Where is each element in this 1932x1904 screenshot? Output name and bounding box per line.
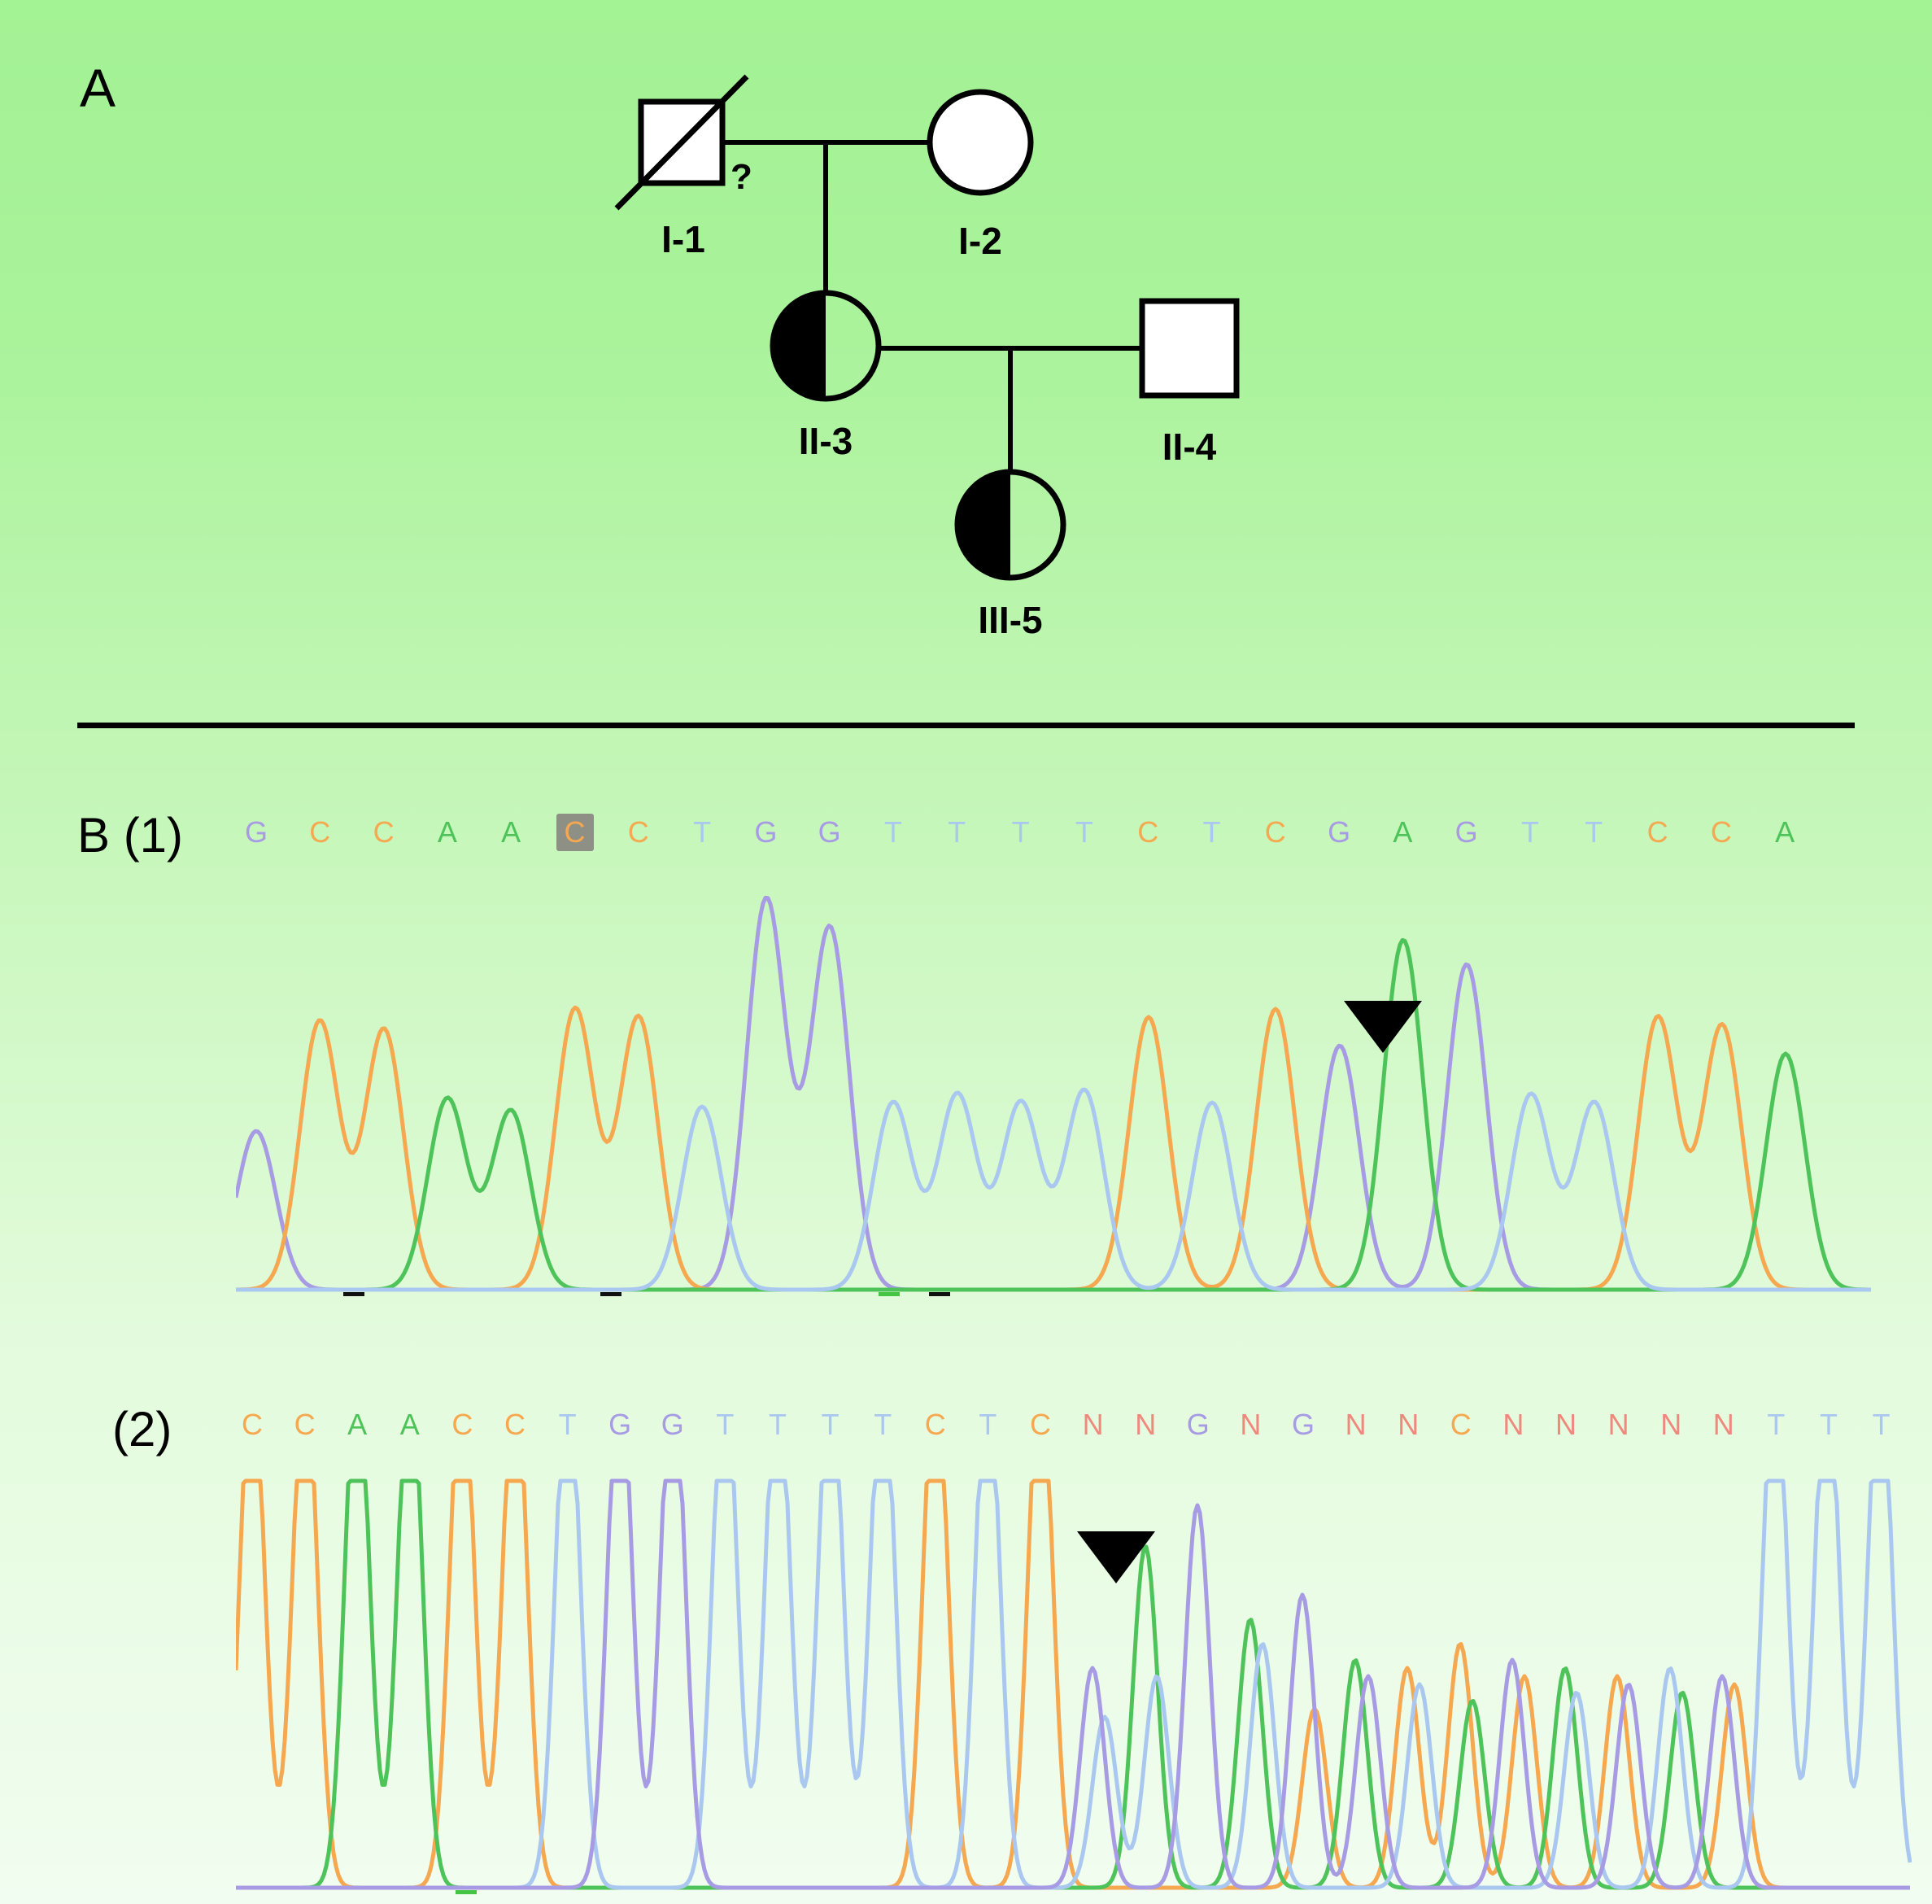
baseline-mark	[879, 1292, 900, 1296]
sequence-base-letter: N	[1502, 1408, 1524, 1441]
sequence-base-letter: A	[1775, 815, 1795, 849]
sequence-base-letter: T	[693, 815, 712, 849]
sequence-base-letter: C	[309, 815, 331, 849]
sequence-base-letter: A	[399, 1408, 420, 1441]
sequence-base-letter: C	[1137, 815, 1159, 849]
sequence-base-letter: T	[558, 1408, 577, 1441]
sequence-base-letter: T	[769, 1408, 787, 1441]
sequence-base-letter: C	[1646, 815, 1668, 849]
panel-divider	[77, 723, 1855, 728]
sequence-base-letter: T	[1872, 1408, 1891, 1441]
baseline-mark	[600, 1292, 621, 1296]
sequence-base-letter: T	[1202, 815, 1221, 849]
sequence-base-letter: G	[1454, 815, 1478, 849]
sequence-base-letter: N	[1135, 1408, 1157, 1441]
pedigree-member-I-2: I-2	[927, 89, 1034, 262]
member-label: III-5	[978, 599, 1042, 641]
sequence-base-letter: T	[884, 815, 902, 849]
sequence-base-letter: G	[244, 815, 268, 849]
sequence-base-letter: C	[1264, 815, 1286, 849]
sequence-base-letter: T	[874, 1408, 892, 1441]
panel-b2-label: (2)	[112, 1402, 172, 1456]
sequence-base-letter: C	[242, 1408, 263, 1441]
member-label: I-2	[958, 220, 1002, 262]
sequence-base-letter: T	[1011, 815, 1030, 849]
pedigree-member-III-5: III-5	[954, 469, 1066, 641]
sequence-base-letter: T	[1521, 815, 1539, 849]
panel-a-label: A	[80, 58, 116, 118]
sequence-base-letter: N	[1660, 1408, 1682, 1441]
pedigree-chart: ? I-1 I-2 II-3 II-4 III-5	[614, 74, 1240, 641]
carrier-half-fill	[773, 293, 826, 399]
sequence-base-letter: C	[1450, 1408, 1472, 1441]
member-label: II-4	[1162, 426, 1217, 468]
baseline-mark	[343, 1292, 364, 1296]
member-label: I-1	[661, 218, 705, 260]
baseline-mark	[456, 1890, 477, 1894]
trace-path	[236, 1478, 1910, 1890]
sequence-base-letter: T	[1767, 1408, 1786, 1441]
sequence-base-letter: G	[1186, 1408, 1210, 1441]
pedigree-member-II-3: II-3	[770, 290, 882, 462]
sequence-base-letter: C	[556, 814, 594, 851]
sequence-base-letter: G	[1328, 815, 1351, 849]
deceased-slash	[614, 74, 749, 211]
sequence-base-letter: C	[373, 815, 395, 849]
sequence-base-letter: C	[627, 815, 649, 849]
sequence-base-letter: A	[437, 815, 457, 849]
sequence-base-letter: T	[1820, 1408, 1838, 1441]
sequence-base-letter: G	[1291, 1408, 1315, 1441]
trace-path	[236, 1005, 1871, 1292]
sequence-base-letter: N	[1240, 1408, 1262, 1441]
sequence-base-letter: N	[1555, 1408, 1577, 1441]
sequence-base-letter: G	[818, 815, 841, 849]
female-symbol	[954, 469, 1066, 581]
pedigree-member-II-4: II-4	[1139, 298, 1240, 468]
sequence-base-letter: T	[979, 1408, 997, 1441]
sequence-base-letter: C	[1030, 1408, 1051, 1441]
uncertain-status-mark: ?	[730, 157, 752, 197]
sequence-base-letter: C	[294, 1408, 316, 1441]
sequence-base-letter: N	[1082, 1408, 1104, 1441]
chromatogram-trace-2	[236, 1478, 1912, 1894]
sequence-base-letter: G	[754, 815, 778, 849]
carrier-half-fill	[957, 472, 1010, 578]
sequence-base-letter: N	[1345, 1408, 1367, 1441]
sequence-base-letter: G	[608, 1408, 632, 1441]
female-symbol	[770, 290, 882, 402]
trace-path	[236, 1478, 1910, 1890]
member-label: II-3	[799, 420, 853, 462]
sequence-base-letter: N	[1398, 1408, 1420, 1441]
sequence-base-letter: N	[1712, 1408, 1734, 1441]
sequence-base-letter: N	[1607, 1408, 1629, 1441]
sequence-base-letter: T	[821, 1408, 840, 1441]
sequence-base-letter: T	[1075, 815, 1093, 849]
trace-path	[236, 1087, 1871, 1292]
baseline-mark	[929, 1292, 950, 1296]
variant-marker-triangle-icon	[1344, 1001, 1422, 1053]
trace-path	[236, 937, 1871, 1292]
variant-marker-triangle-icon	[1077, 1531, 1155, 1583]
sequence-base-letter: G	[661, 1408, 684, 1441]
male-symbol	[1139, 298, 1240, 399]
sequence-base-letter: T	[948, 815, 966, 849]
chromatogram-trace-1	[236, 895, 1871, 1296]
female-symbol	[927, 89, 1034, 196]
panel-b1-label: B (1)	[77, 808, 184, 862]
sequence-base-letter: A	[501, 815, 521, 849]
sequence-base-letter: A	[347, 1408, 368, 1441]
sequence-base-letter: C	[1710, 815, 1732, 849]
sequence-base-letter: C	[451, 1408, 473, 1441]
sequence-base-letter: A	[1393, 815, 1413, 849]
sequence-base-letter: T	[716, 1408, 735, 1441]
pedigree-member-I-1: ? I-1	[614, 74, 752, 260]
sequence-base-letter: C	[924, 1408, 946, 1441]
sequence-base-letter: C	[504, 1408, 526, 1441]
sequence-base-letter: T	[1585, 815, 1603, 849]
